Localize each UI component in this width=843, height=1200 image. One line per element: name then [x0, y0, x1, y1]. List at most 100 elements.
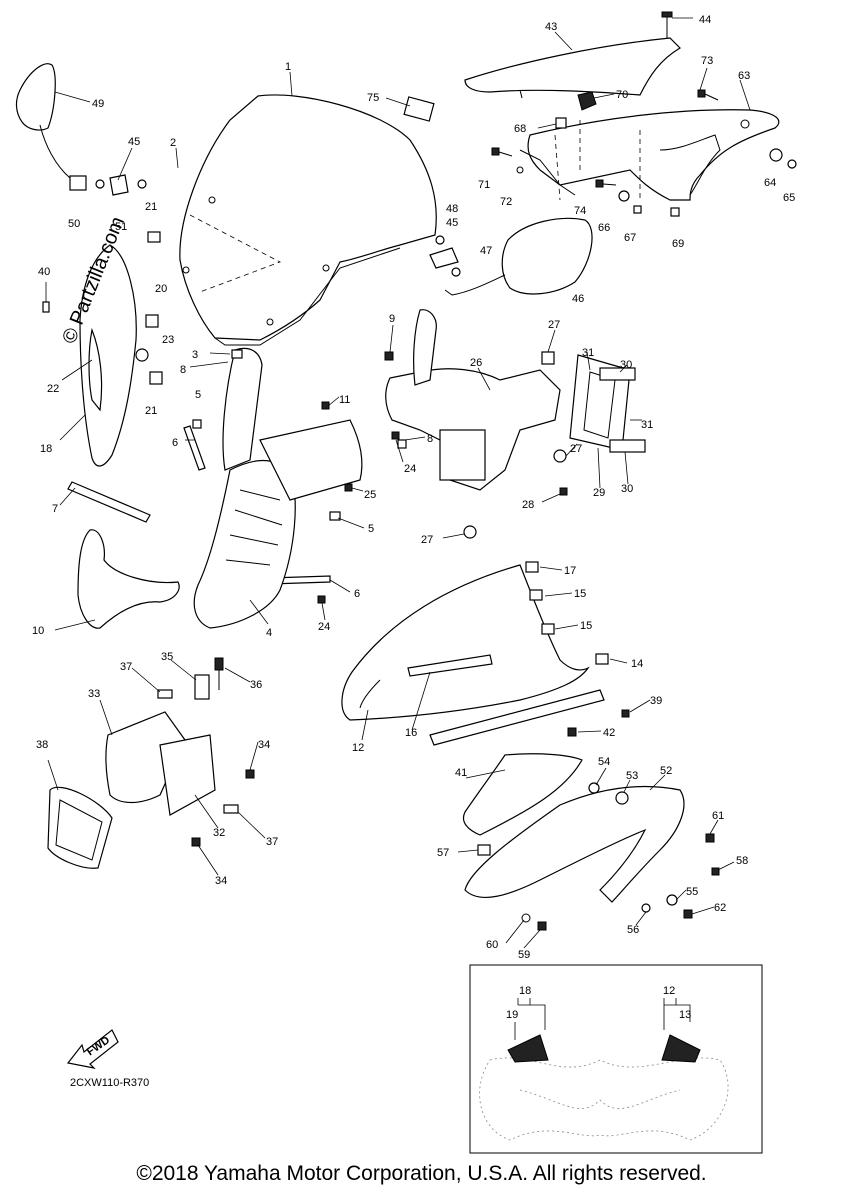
- callout-54: 54: [598, 756, 610, 768]
- callout-71: 71: [478, 179, 490, 191]
- grommet-64: [769, 148, 783, 162]
- callout-30-lower: 30: [621, 483, 633, 495]
- screw-65: [787, 159, 797, 169]
- callout-6-upper: 6: [172, 437, 178, 449]
- callout-20: 20: [155, 283, 167, 295]
- callout-21-lower: 21: [145, 405, 157, 417]
- callout-72: 72: [500, 196, 512, 208]
- bolt-71: [491, 147, 513, 157]
- callout-1: 1: [285, 61, 291, 73]
- callout-40: 40: [38, 266, 50, 278]
- grommets-27: [463, 351, 567, 539]
- callout-45-left: 45: [128, 136, 140, 148]
- front-cowling: [193, 347, 363, 629]
- callout-65: 65: [783, 192, 795, 204]
- callout-66: 66: [598, 222, 610, 234]
- callout-15-lower: 15: [580, 620, 592, 632]
- strip-6-upper: [183, 425, 206, 471]
- callout-68: 68: [514, 123, 526, 135]
- callout-3: 3: [192, 349, 198, 361]
- callout-69: 69: [672, 238, 684, 250]
- callout-32: 32: [213, 827, 225, 839]
- callout-47: 47: [480, 245, 492, 257]
- callout-27-bottom: 27: [421, 534, 433, 546]
- callout-50: 50: [68, 218, 80, 230]
- callout-21-upper: 21: [145, 201, 157, 213]
- callout-labels: 1 2 3 4 5 5 6 6 7 8 8 9 10 11 12 14 15 1…: [32, 14, 795, 1021]
- callout-55: 55: [686, 886, 698, 898]
- callout-42: 42: [603, 727, 615, 739]
- bolt-73: [697, 89, 719, 101]
- callout-52: 52: [660, 765, 672, 777]
- bracket-70: [577, 91, 597, 111]
- duct-assembly: [569, 354, 646, 453]
- inset-callout-13: 13: [679, 1009, 691, 1021]
- clip-69: [670, 207, 680, 217]
- meter-bracket: [105, 657, 255, 847]
- callout-8-left: 8: [180, 364, 186, 376]
- upper-tail-cover: [464, 37, 681, 99]
- inset-callout-12: 12: [663, 985, 675, 997]
- callout-33: 33: [88, 688, 100, 700]
- callout-6-lower: 6: [354, 588, 360, 600]
- collar-66: [618, 190, 630, 202]
- callout-8-right: 8: [427, 433, 433, 445]
- leader-lines: [45, 17, 751, 949]
- washer-72: [516, 166, 524, 174]
- copyright-notice: ©2018 Yamaha Motor Corporation, U.S.A. A…: [136, 1162, 707, 1185]
- callout-31-upper: 31: [582, 347, 594, 359]
- callout-38: 38: [36, 739, 48, 751]
- callout-70: 70: [616, 89, 628, 101]
- callout-36: 36: [250, 679, 262, 691]
- clip-67: [633, 205, 642, 214]
- callout-39: 39: [650, 695, 662, 707]
- callout-24-upper: 24: [404, 463, 416, 475]
- callout-51: 51: [115, 221, 127, 233]
- callout-53: 53: [626, 770, 638, 782]
- callout-57: 57: [437, 847, 449, 859]
- callout-2: 2: [170, 137, 176, 149]
- callout-37-lower: 37: [266, 836, 278, 848]
- diagram-code: 2CXW110-R370: [70, 1077, 149, 1089]
- callout-49: 49: [92, 98, 104, 110]
- callout-46: 46: [572, 293, 584, 305]
- callout-27-mid: 27: [570, 443, 582, 455]
- callout-60: 60: [486, 939, 498, 951]
- windscreen-sticker: [403, 96, 435, 122]
- left-side-cowling: [42, 231, 163, 467]
- meter-panel-38: [47, 786, 113, 869]
- lower-panel-strip: [429, 689, 630, 746]
- callout-67: 67: [624, 232, 636, 244]
- callout-7: 7: [52, 503, 58, 515]
- callout-26: 26: [470, 357, 482, 369]
- callout-9: 9: [389, 313, 395, 325]
- callout-5-lower: 5: [368, 523, 374, 535]
- callout-37-upper: 37: [120, 661, 132, 673]
- callout-61: 61: [712, 810, 724, 822]
- under-cover-41: [462, 727, 583, 856]
- callout-17: 17: [564, 565, 576, 577]
- callout-14: 14: [631, 658, 643, 670]
- inset-view: [469, 964, 763, 1154]
- callout-22: 22: [47, 383, 59, 395]
- callout-62: 62: [714, 902, 726, 914]
- callout-11: 11: [339, 394, 350, 406]
- callout-29: 29: [593, 487, 605, 499]
- inset-callout-19: 19: [506, 1009, 518, 1021]
- callout-15-upper: 15: [574, 588, 586, 600]
- fwd-arrow-icon: FWD: [66, 1029, 119, 1069]
- lower-cover-10: [77, 529, 180, 629]
- windscreen: [179, 94, 437, 346]
- callout-35: 35: [161, 651, 173, 663]
- right-mirror: [429, 217, 593, 296]
- bolts-misc: [192, 349, 568, 604]
- bolt-74: [595, 179, 617, 188]
- callout-45-right: 45: [446, 217, 458, 229]
- callout-25: 25: [364, 489, 376, 501]
- rear-side-cover: [519, 109, 780, 201]
- callout-58: 58: [736, 855, 748, 867]
- callout-63: 63: [738, 70, 750, 82]
- callout-12: 12: [352, 742, 364, 754]
- callout-4: 4: [266, 627, 272, 639]
